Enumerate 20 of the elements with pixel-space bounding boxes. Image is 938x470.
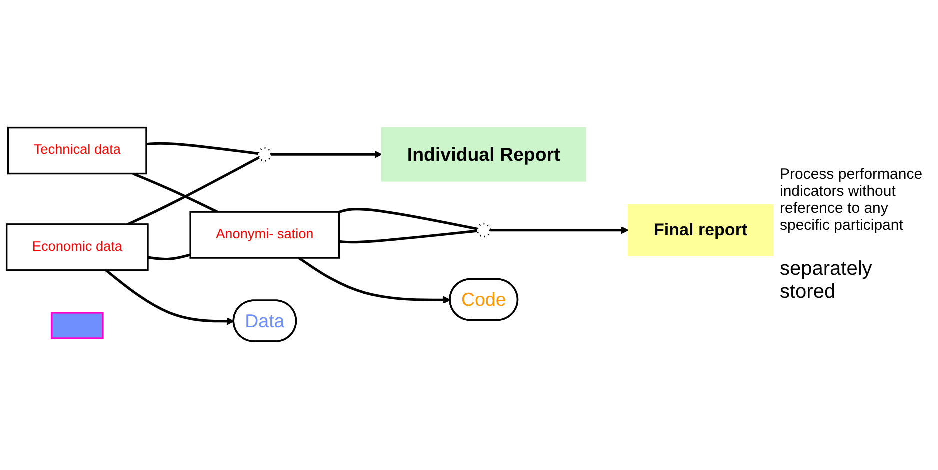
note-text: separately stored bbox=[780, 258, 874, 304]
arrow bbox=[298, 257, 451, 304]
arrow bbox=[490, 227, 629, 234]
node-box: Technical data bbox=[8, 127, 148, 175]
connector bbox=[339, 230, 478, 244]
connector bbox=[146, 142, 259, 156]
arrow bbox=[271, 151, 382, 159]
description-text: Process performance indicators without reference to any specific participant bbox=[780, 166, 924, 234]
connector bbox=[338, 208, 478, 231]
connector bbox=[128, 156, 260, 226]
node-box: Economic data bbox=[6, 224, 149, 272]
connector bbox=[132, 172, 218, 214]
node-circle bbox=[476, 224, 492, 238]
node-box: Anonymi- sation bbox=[190, 212, 340, 260]
arrow bbox=[105, 270, 234, 326]
connector bbox=[148, 254, 191, 261]
node-circle bbox=[258, 148, 272, 162]
node-box: Individual Report bbox=[381, 128, 586, 182]
node-bar bbox=[51, 312, 104, 340]
node-box: Final report bbox=[628, 204, 774, 257]
